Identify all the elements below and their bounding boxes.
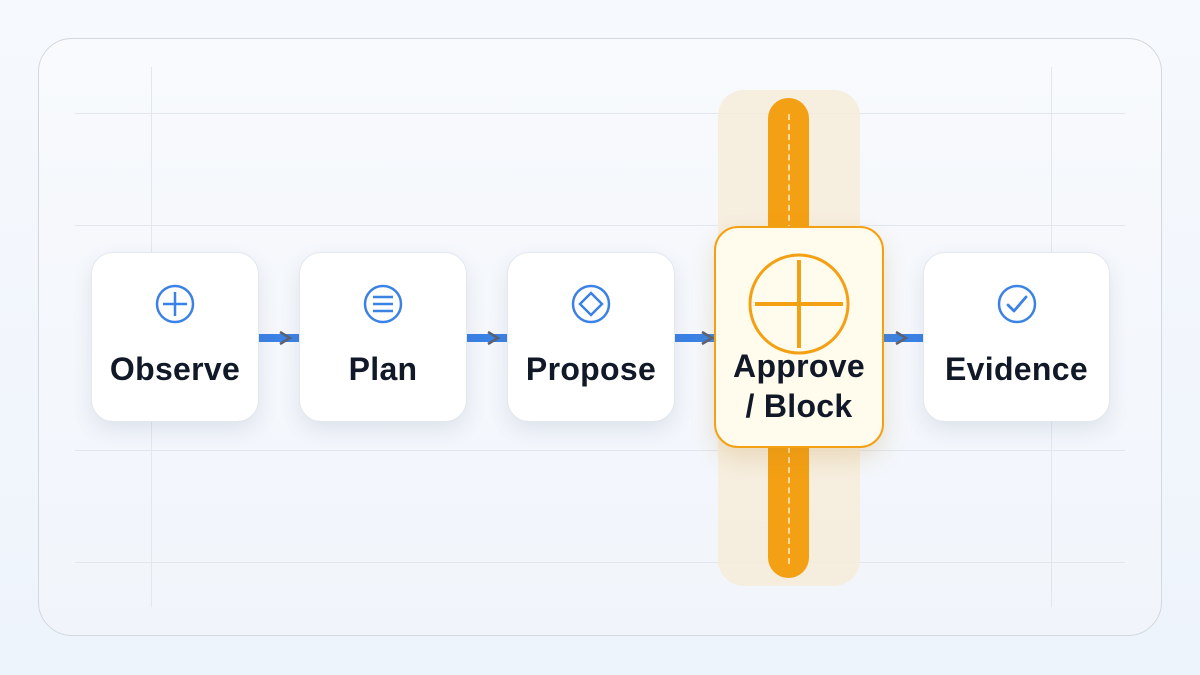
- step-label: Plan: [348, 351, 418, 387]
- step-evidence[interactable]: Evidence: [923, 252, 1110, 422]
- circle-lines-icon: [363, 284, 403, 324]
- step-label: Observe: [109, 351, 241, 387]
- step-plan[interactable]: Plan: [299, 252, 467, 422]
- step-label-line: / Block: [745, 388, 853, 424]
- step-label-line: Approve: [733, 348, 865, 384]
- circle-check-icon: [997, 284, 1036, 324]
- step-label: Evidence: [945, 351, 1088, 387]
- circle-plus-icon: [748, 253, 850, 355]
- circle-diamond-icon: [571, 284, 611, 324]
- step-label: Approve / Block: [716, 346, 882, 426]
- step-approve-block[interactable]: Approve / Block: [714, 226, 884, 448]
- arrow-connector: [258, 330, 300, 346]
- grid-line: [75, 113, 1125, 114]
- circle-plus-icon: [155, 284, 195, 324]
- step-propose[interactable]: Propose: [507, 252, 675, 422]
- arrow-connector: [882, 330, 924, 346]
- grid-line: [75, 450, 1125, 451]
- step-observe[interactable]: Observe: [91, 252, 259, 422]
- arrow-connector: [466, 330, 508, 346]
- grid-line: [75, 225, 1125, 226]
- step-label: Propose: [525, 351, 657, 387]
- arrow-connector: [674, 330, 716, 346]
- grid-line: [75, 562, 1125, 563]
